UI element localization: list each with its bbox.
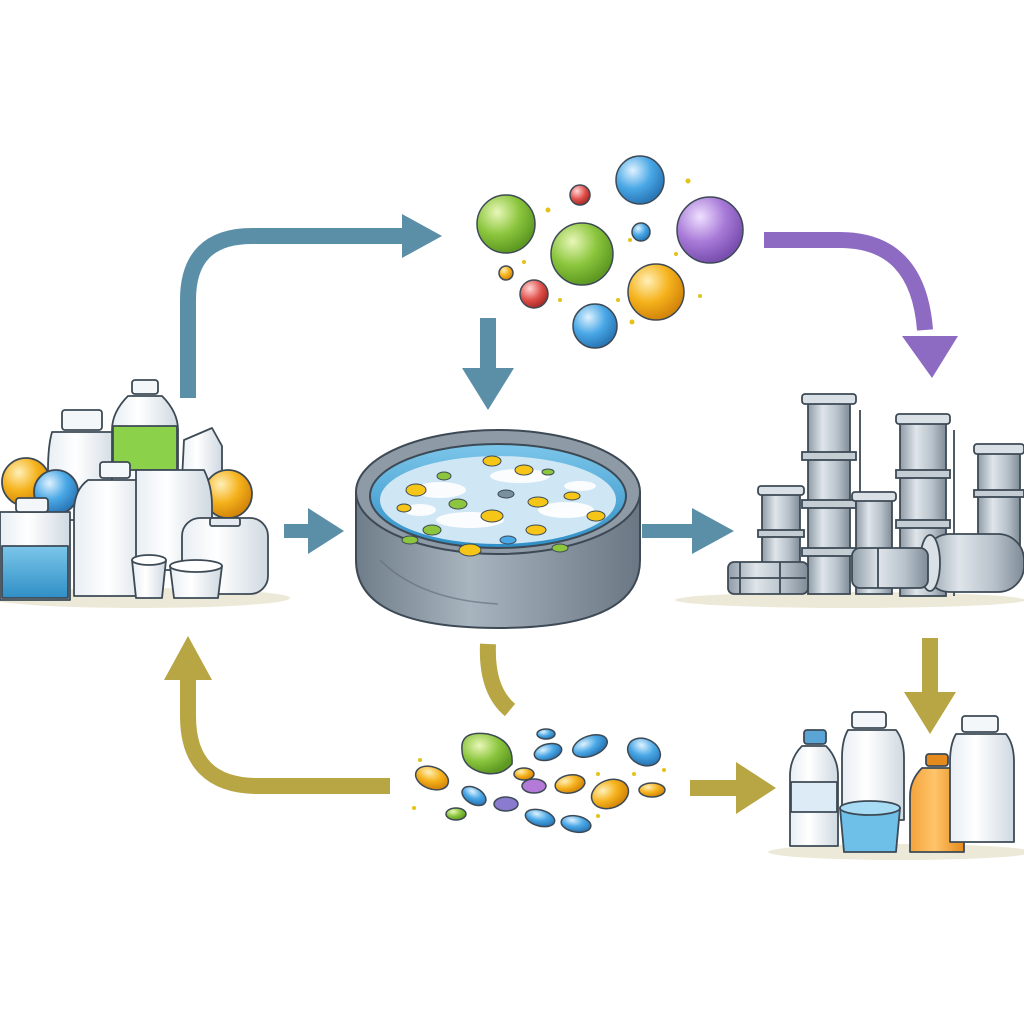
pellet bbox=[590, 778, 630, 810]
arrow-waste-to-tank bbox=[284, 508, 344, 554]
plastic-waste-pile bbox=[0, 379, 290, 608]
molecule-sphere-blue-bottom bbox=[572, 303, 618, 349]
molecule-sphere-blue-top bbox=[615, 155, 665, 205]
pellet bbox=[445, 807, 467, 821]
pellet bbox=[560, 814, 592, 834]
storage-column-left bbox=[757, 485, 805, 573]
pellet bbox=[524, 808, 556, 828]
arrow-molecules-to-plant bbox=[764, 232, 958, 378]
molecule-sphere-green-large bbox=[476, 194, 536, 254]
pipe-manifold bbox=[727, 547, 929, 595]
molecule-sphere-red-bottom bbox=[519, 279, 549, 309]
container-blue-liquid bbox=[0, 497, 71, 601]
flow-arrows bbox=[164, 214, 958, 814]
tub-blue bbox=[839, 800, 901, 853]
pellet bbox=[461, 785, 487, 807]
pellet bbox=[493, 796, 519, 812]
molecule-sphere-purple bbox=[676, 196, 744, 264]
pellet bbox=[536, 728, 556, 740]
molecule-sphere-green-center bbox=[550, 222, 614, 286]
bottle-clear-tall bbox=[789, 729, 839, 847]
recovered-pellets bbox=[412, 728, 666, 834]
pellet-green-drop bbox=[461, 732, 513, 775]
pellet bbox=[414, 765, 450, 791]
arrow-waste-to-molecules bbox=[180, 214, 442, 398]
cup-small bbox=[131, 554, 167, 599]
jug-white-tall bbox=[841, 711, 905, 821]
horizontal-storage-tank bbox=[919, 533, 1024, 593]
pellet bbox=[554, 774, 586, 794]
arrow-molecules-to-tank bbox=[462, 318, 514, 410]
arrow-plant-to-products bbox=[904, 638, 956, 734]
pellet bbox=[571, 734, 609, 758]
pellet bbox=[638, 782, 666, 798]
arrow-tank-to-pellets bbox=[479, 643, 516, 717]
molecule-sphere-blue-small bbox=[631, 222, 651, 242]
arrow-tank-to-plant bbox=[642, 508, 734, 554]
arrow-pellets-to-waste bbox=[164, 636, 390, 794]
arrow-pellets-to-products bbox=[690, 762, 776, 814]
tank-pellets bbox=[396, 455, 606, 557]
bowl-small bbox=[169, 559, 223, 599]
chemical-plant bbox=[675, 393, 1024, 608]
new-plastic-products bbox=[768, 711, 1024, 860]
jug-white-right bbox=[949, 715, 1015, 843]
pellet bbox=[513, 767, 535, 781]
molecule-sphere-orange-small bbox=[498, 265, 514, 281]
processing-tank bbox=[355, 429, 641, 630]
molecule-sphere-orange bbox=[627, 263, 685, 321]
pellet bbox=[626, 737, 662, 767]
pellet bbox=[533, 742, 563, 762]
molecule-sphere-red-top bbox=[569, 184, 591, 206]
catalyst-molecules bbox=[476, 155, 744, 349]
pellet bbox=[521, 778, 547, 794]
